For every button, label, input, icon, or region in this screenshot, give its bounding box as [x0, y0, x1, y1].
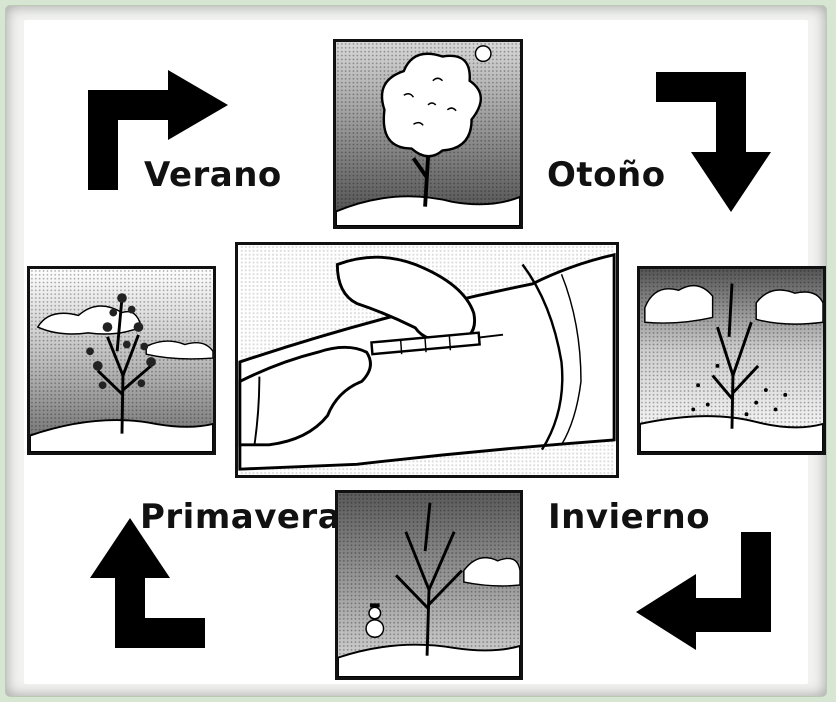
autumn-tree-icon	[640, 269, 823, 452]
injection-panel	[235, 242, 619, 478]
arrow-icon	[656, 72, 771, 212]
season-label-autumn: Otoño	[547, 155, 666, 195]
spring-tree-panel	[27, 266, 216, 455]
winter-tree-icon	[338, 493, 520, 677]
arrow-icon	[636, 532, 771, 650]
autumn-tree-panel	[637, 266, 826, 455]
season-label-summer: Verano	[144, 155, 282, 195]
injection-icon	[238, 245, 616, 475]
summer-tree-panel	[333, 39, 523, 229]
winter-tree-panel	[335, 490, 523, 680]
summer-tree-icon	[336, 42, 520, 226]
spring-tree-icon	[30, 269, 213, 452]
arrow-icon	[88, 70, 228, 190]
season-label-spring: Primavera	[140, 497, 342, 537]
arrow-icon	[90, 518, 205, 648]
season-label-winter: Invierno	[548, 497, 711, 537]
